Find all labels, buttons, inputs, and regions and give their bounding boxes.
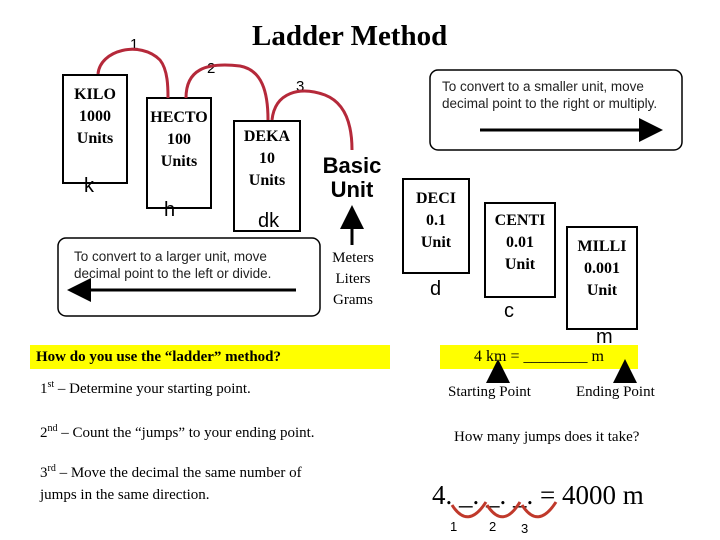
- hint-smaller-unit: To convert to a smaller unit, move decim…: [442, 79, 658, 111]
- example-answer: 4. _. _. _. = 4000 m: [432, 480, 644, 510]
- jump-number-3: 3: [296, 78, 305, 95]
- abbr-kilo: k: [84, 175, 94, 197]
- answer-jump-1: 1: [450, 519, 458, 534]
- answer-jump-arc-3: [520, 501, 558, 519]
- hint-larger-unit: To convert to a larger unit, move decima…: [74, 249, 272, 281]
- step-deka: DEKA 10 Units: [233, 120, 301, 232]
- instruction-3: 3rd – Move the decimal the same number o…: [40, 463, 302, 503]
- jump-arrow-1: [96, 47, 170, 99]
- jump-number-2: 2: [207, 60, 216, 77]
- abbr-deka: dk: [258, 210, 280, 232]
- hint-larger-box: [57, 237, 321, 317]
- answer-jump-3: 3: [521, 521, 529, 536]
- basic-units-list: Meters Liters Grams: [332, 250, 374, 308]
- abbr-milli: m: [596, 326, 613, 348]
- step-basic-unit: Basic Unit: [313, 149, 391, 239]
- ending-point-label: Ending Point: [576, 384, 655, 400]
- answer-jump-2: 2: [489, 519, 497, 534]
- hint-smaller-box: [429, 69, 683, 151]
- instruction-2: 2nd – Count the “jumps” to your ending p…: [40, 423, 315, 441]
- abbr-deci: d: [430, 278, 442, 300]
- question-banner: How do you use the “ladder” method?: [30, 345, 390, 369]
- page-title: Ladder Method: [252, 20, 448, 52]
- starting-point-label: Starting Point: [448, 384, 531, 400]
- step-kilo: KILO 1000 Units: [62, 74, 128, 184]
- step-milli: MILLI 0.001 Unit: [566, 226, 638, 330]
- answer-jump-arc-2: [485, 501, 522, 519]
- jump-arrow-3: [270, 89, 354, 151]
- step-hecto: HECTO 100 Units: [146, 97, 212, 209]
- abbr-hecto: h: [164, 199, 176, 221]
- jump-number-1: 1: [130, 36, 139, 53]
- abbr-centi: c: [504, 300, 514, 322]
- step-centi: CENTI 0.01 Unit: [484, 202, 556, 298]
- instruction-1: 1st – Determine your starting point.: [40, 379, 251, 397]
- answer-jump-arc-1: [450, 501, 488, 519]
- jump-arrow-2: [184, 63, 270, 121]
- step-deci: DECI 0.1 Unit: [402, 178, 470, 274]
- jumps-question: How many jumps does it take?: [454, 429, 640, 445]
